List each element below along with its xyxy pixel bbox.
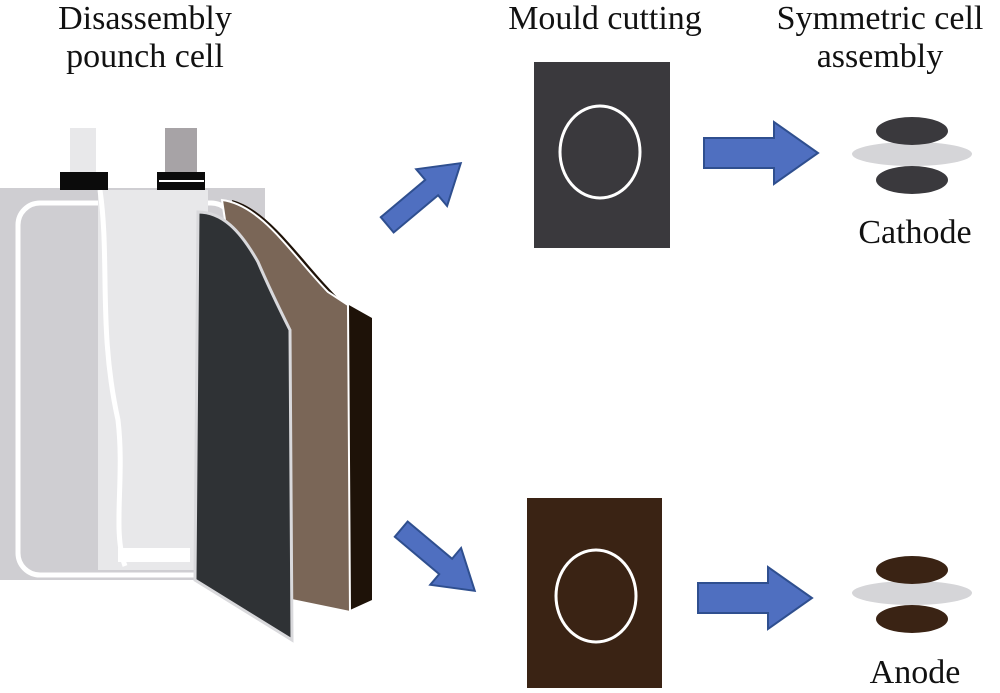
electrode-stack (193, 198, 372, 643)
negative-tab (165, 128, 197, 174)
pouch-fold-line (97, 189, 128, 567)
separator-disc (852, 142, 972, 166)
ellipse-disc-icon (876, 117, 948, 145)
label-cathode: Cathode (858, 214, 972, 251)
arrow-right-icon (379, 161, 463, 234)
title-symmetric-assembly: Symmetric cell assembly (760, 0, 1000, 76)
anode-cut-sheet (527, 498, 662, 688)
title-symmetric-line1: Symmetric cell (776, 0, 984, 37)
ellipse-disc-icon (876, 605, 948, 633)
cathode-sheet (193, 210, 294, 643)
cathode-symmetric-cell (852, 117, 972, 194)
pouch-inner-panel (98, 190, 208, 570)
label-anode: Anode (869, 654, 961, 691)
arrow-right-icon (703, 120, 820, 186)
title-disassembly-line2: pounch cell (66, 38, 224, 75)
title-symmetric-line2: assembly (816, 38, 944, 75)
cut-circle-icon (558, 104, 642, 200)
arrow-right-icon (697, 565, 814, 631)
title-mould-cutting: Mould cutting (508, 0, 702, 37)
ellipse-disc-icon (876, 166, 948, 194)
title-disassembly-line1: Disassembly (58, 0, 232, 37)
positive-tab-seal (60, 172, 108, 190)
separator-disc (852, 581, 972, 605)
pouch-bottom-seal (118, 548, 190, 562)
positive-tab (70, 128, 96, 174)
cut-circle-icon (554, 548, 638, 644)
cathode-sheet-square (534, 62, 670, 248)
ellipse-disc-icon (876, 556, 948, 584)
anode-symmetric-cell (852, 556, 972, 633)
anode-sheet-square (527, 498, 662, 688)
arrow-right-icon (393, 520, 477, 593)
arrow-to-anode (393, 520, 477, 593)
arrow-to-cathode (379, 161, 463, 234)
cathode-cut-sheet (534, 62, 670, 248)
title-disassembly: Disassembly pounch cell (10, 0, 280, 76)
